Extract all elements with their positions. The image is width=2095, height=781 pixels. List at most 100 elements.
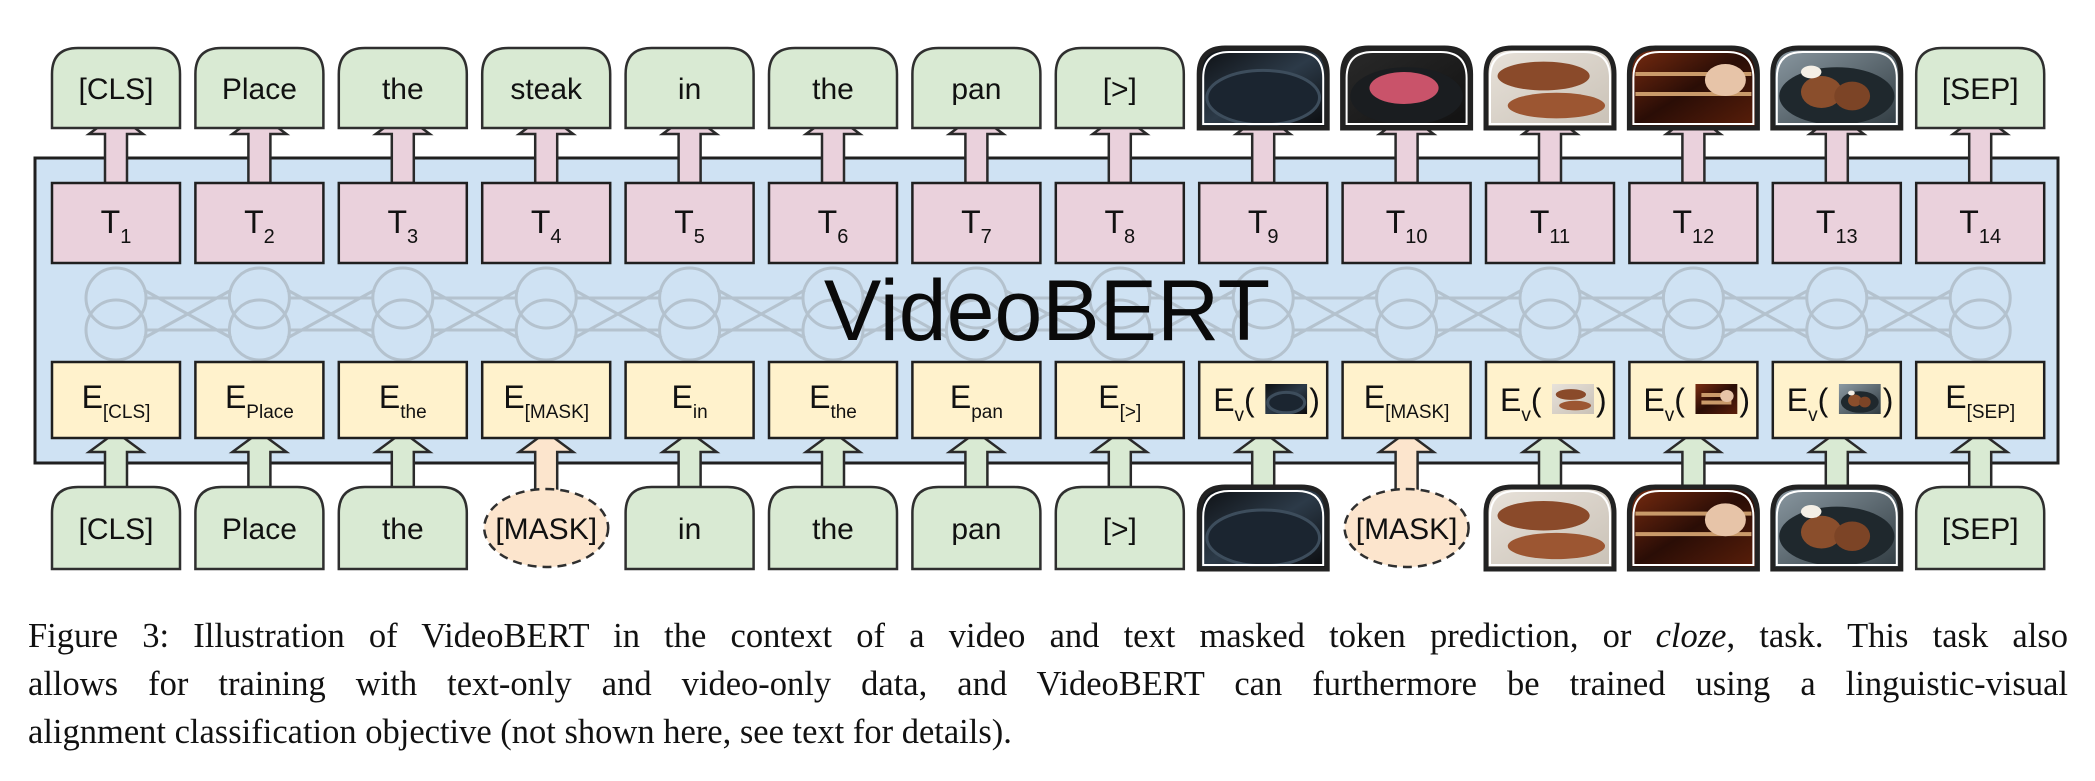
E-label: E[SEP] (1945, 379, 2015, 423)
output-token-label: [SEP] (1942, 73, 2019, 106)
caption-text: , task. This task also (1726, 617, 2069, 655)
output-embedding-T10: T10 (1341, 181, 1472, 265)
output-embedding-T4: T4 (480, 181, 612, 265)
input-embedding-3: Ethe (337, 360, 469, 440)
embedding-thumbnail-empty-pan (1265, 384, 1308, 414)
T-label: T7 (961, 204, 992, 248)
model-title: VideoBERT (824, 263, 1270, 359)
input-token-5: in (624, 485, 755, 571)
input-embedding-10: E[MASK] (1341, 360, 1472, 440)
E-label-close-paren: ) (1309, 382, 1320, 418)
video-frame-empty-pan (1199, 48, 1328, 128)
T-label: T14 (1959, 204, 2001, 248)
T-label: T8 (1104, 204, 1135, 248)
video-frame-oven (1629, 48, 1758, 128)
input-token-7: pan (911, 485, 1042, 571)
T-label: T11 (1530, 204, 1570, 248)
output-embedding-T12: T12 (1628, 181, 1759, 265)
input-token-2: Place (194, 485, 325, 571)
output-token-5: in (624, 46, 755, 130)
caption-line-2: allows for training with text-only and v… (28, 665, 2068, 703)
input-token-11 (1483, 484, 1617, 572)
output-token-label: Place (222, 73, 297, 106)
video-frame-empty-pan (1199, 487, 1328, 569)
E-label: Ev( (1213, 382, 1255, 426)
input-token-label: the (812, 513, 854, 546)
input-token-14: [SEP] (1914, 485, 2046, 571)
output-embedding-T11: T11 (1484, 181, 1616, 265)
output-token-label: steak (510, 73, 583, 106)
E-label: Ev( (1500, 382, 1542, 426)
input-embedding-11: Ev() (1484, 360, 1616, 440)
E-label: EPlace (225, 379, 294, 423)
input-token-label: [>] (1103, 513, 1137, 546)
input-token-6: the (767, 485, 899, 571)
E-label-close-paren: ) (1739, 382, 1750, 418)
input-embedding-12: Ev() (1628, 360, 1759, 440)
input-token-4: [MASK] (482, 487, 610, 569)
input-token-label: Place (222, 513, 297, 546)
caption-text: Figure 3: Illustration of VideoBERT in t… (28, 617, 1656, 655)
input-embedding-14: E[SEP] (1914, 360, 2046, 440)
E-label: Epan (950, 379, 1003, 423)
caption-line-1: Figure 3: Illustration of VideoBERT in t… (28, 612, 2068, 660)
input-token-13 (1770, 484, 1904, 572)
output-token-label: the (812, 73, 854, 106)
embedding-thumbnail-seared-steak (1552, 384, 1594, 414)
E-label-close-paren: ) (1596, 382, 1607, 418)
input-embedding-13: Ev() (1771, 360, 1903, 440)
T-label: T1 (101, 204, 132, 248)
T-label: T4 (531, 204, 562, 248)
input-embedding-1: E[CLS] (50, 360, 182, 440)
video-frame-plated-steak (1772, 48, 1901, 128)
E-label: Ethe (809, 379, 857, 423)
figure-caption: Figure 3: Illustration of VideoBERT in t… (28, 612, 2068, 756)
embedding-thumbnail-oven (1695, 384, 1738, 414)
output-token-3: the (337, 46, 469, 130)
input-token-label: [SEP] (1942, 513, 2019, 546)
video-frame-seared-steak (1486, 487, 1614, 569)
output-token-11 (1483, 45, 1617, 131)
T-label: T10 (1386, 204, 1428, 248)
E-label: Ein (672, 379, 708, 423)
input-token-1: [CLS] (50, 485, 182, 571)
E-label: Ethe (379, 379, 427, 423)
input-embedding-4: E[MASK] (480, 360, 612, 440)
T-label: T12 (1673, 204, 1715, 248)
video-frame-raw-steak (1342, 48, 1471, 128)
output-token-1: [CLS] (50, 46, 182, 130)
input-embedding-6: Ethe (767, 360, 899, 440)
input-embedding-2: EPlace (194, 360, 325, 440)
output-token-9 (1196, 45, 1330, 131)
output-embedding-T1: T1 (50, 181, 182, 265)
E-label: E[CLS] (82, 379, 151, 423)
T-label: T13 (1816, 204, 1858, 248)
video-frame-oven (1629, 487, 1758, 569)
input-token-label: in (678, 513, 701, 546)
output-embedding-T13: T13 (1771, 181, 1903, 265)
output-embedding-T6: T6 (767, 181, 899, 265)
input-token-label: [CLS] (78, 513, 153, 546)
input-token-9 (1196, 484, 1330, 572)
T-label: T3 (387, 204, 418, 248)
output-embedding-T5: T5 (624, 181, 755, 265)
T-label: T5 (674, 204, 705, 248)
output-token-13 (1770, 45, 1904, 131)
output-token-label: [CLS] (78, 73, 153, 106)
embedding-thumbnail-plated-steak (1838, 384, 1881, 414)
input-token-10: [MASK] (1343, 487, 1470, 569)
output-embedding-T9: T9 (1197, 181, 1329, 265)
output-embedding-T8: T8 (1054, 181, 1186, 265)
output-token-4: steak (480, 46, 612, 130)
E-label-close-paren: ) (1883, 382, 1894, 418)
output-embedding-T14: T14 (1914, 181, 2046, 265)
input-token-label: pan (951, 513, 1001, 546)
transformer-layers-pattern (84, 266, 2012, 362)
output-token-12 (1626, 45, 1760, 131)
video-frame-seared-steak (1486, 48, 1614, 128)
input-token-12 (1626, 484, 1760, 572)
output-token-label: the (382, 73, 424, 106)
input-embedding-8: E[>] (1054, 360, 1186, 440)
input-token-8: [>] (1054, 485, 1186, 571)
E-label: E[>] (1098, 379, 1141, 423)
